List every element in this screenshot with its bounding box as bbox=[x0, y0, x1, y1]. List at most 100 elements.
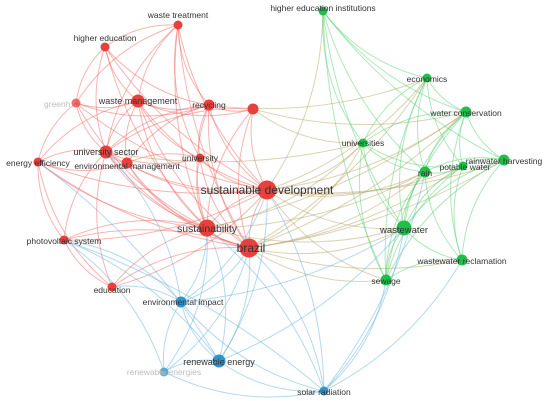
node-environmental-impact[interactable] bbox=[175, 296, 187, 308]
link-rainwater_harvesting-wastewater bbox=[403, 159, 505, 229]
link-energy_efficiency-photovoltaic_system bbox=[37, 161, 65, 241]
link-potable_water-wastewater_reclamation bbox=[453, 165, 464, 261]
node-recycling[interactable] bbox=[203, 99, 215, 111]
node-photovoltaic-system[interactable] bbox=[59, 235, 69, 245]
node-greenhouse[interactable] bbox=[71, 98, 81, 108]
node-potable-water[interactable] bbox=[458, 161, 468, 171]
label-wastewater-reclamation: wastewater reclamation bbox=[416, 256, 507, 266]
node-wastewater-reclamation[interactable] bbox=[456, 254, 468, 266]
node-sustainable-development[interactable] bbox=[257, 180, 277, 200]
node-university[interactable] bbox=[195, 153, 205, 163]
label-renewable-energies: renewable energies bbox=[127, 367, 201, 377]
link-sustainable_development-rain bbox=[266, 171, 426, 197]
link-potable_water-wastewater bbox=[403, 165, 464, 229]
label-wastewater: wastewater bbox=[379, 225, 428, 236]
link-water_conservation-universities bbox=[362, 111, 467, 144]
label-water-conservation: water conservation bbox=[429, 108, 502, 118]
link-university_sector-universities bbox=[105, 142, 364, 163]
node-waste-treatment[interactable] bbox=[173, 20, 183, 30]
link-higher_education-greenhouse bbox=[75, 46, 106, 104]
link-water_conservation-rainwater_harvesting bbox=[465, 111, 505, 161]
link-waste_treatment-higher_education bbox=[104, 24, 179, 48]
link-solar_radiation-sewage bbox=[323, 279, 387, 392]
label-waste-management: waste management bbox=[98, 96, 178, 106]
node-solar-radiation[interactable] bbox=[319, 386, 329, 396]
node-environmental-management[interactable] bbox=[121, 157, 133, 169]
node-brazil[interactable] bbox=[239, 238, 259, 258]
link-recycling-environmental_management bbox=[126, 104, 210, 164]
link-energy_efficiency-education bbox=[37, 161, 113, 288]
link-sustainable_development-potable_water bbox=[266, 165, 464, 195]
node-sustainability[interactable] bbox=[198, 219, 216, 237]
link-layer bbox=[37, 10, 505, 398]
node-rainwater-harvesting[interactable] bbox=[498, 154, 510, 166]
node-renewable-energy[interactable] bbox=[212, 354, 226, 368]
link-renewable_energies-brazil bbox=[163, 247, 250, 373]
node-red-hub[interactable] bbox=[247, 103, 259, 115]
link-water_conservation-sewage bbox=[385, 111, 467, 281]
link-energy_efficiency-brazil bbox=[37, 161, 250, 249]
link-renewable_energy-sustainable_development bbox=[218, 189, 268, 362]
link-economics-universities bbox=[362, 77, 428, 144]
link-rain-wastewater_reclamation bbox=[424, 171, 463, 261]
link-university-environmental_management bbox=[126, 153, 201, 164]
link-sustainability-education bbox=[111, 227, 208, 288]
link-red_hub-sustainability bbox=[206, 108, 254, 229]
link-higher_education_institutions-universities bbox=[322, 10, 364, 144]
link-brazil-sewage bbox=[248, 247, 387, 282]
link-brazil-education bbox=[111, 246, 250, 288]
node-sewage[interactable] bbox=[380, 274, 392, 286]
node-education[interactable] bbox=[107, 282, 117, 292]
link-university_sector-sustainability bbox=[105, 151, 208, 229]
link-environmental_impact-renewable_energies bbox=[162, 301, 182, 373]
node-water-conservation[interactable] bbox=[460, 106, 472, 118]
link-waste_treatment-brazil bbox=[177, 24, 250, 249]
link-solar_radiation-rain bbox=[323, 171, 426, 392]
link-solar_radiation-sustainability bbox=[206, 227, 325, 392]
label-sustainable-development: sustainable development bbox=[201, 183, 334, 197]
link-red_hub-university_sector bbox=[105, 108, 254, 153]
link-sustainability-photovoltaic_system bbox=[63, 219, 208, 241]
link-greenhouse-sustainability bbox=[75, 102, 208, 229]
link-environmental_management-sustainable_development bbox=[126, 162, 268, 194]
label-higher-education: higher education bbox=[74, 33, 137, 43]
label-sustainability: sustainability bbox=[177, 223, 238, 235]
label-rain: rain bbox=[418, 168, 432, 178]
node-energy-efficiency[interactable] bbox=[33, 157, 43, 167]
label-recycling: recycling bbox=[192, 100, 226, 110]
link-waste_treatment-sustainability bbox=[174, 24, 208, 229]
node-economics[interactable] bbox=[422, 73, 432, 83]
link-higher_education-sustainability bbox=[104, 46, 208, 229]
link-solar_radiation-brazil bbox=[248, 247, 325, 392]
link-brazil-photovoltaic_system bbox=[63, 229, 250, 249]
link-recycling-economics bbox=[208, 77, 428, 110]
link-economics-rain bbox=[417, 77, 428, 173]
link-brazil-rainwater_harvesting bbox=[248, 159, 505, 249]
link-sustainable_development-higher_education_institutions bbox=[266, 10, 324, 191]
link-red_hub-water_conservation bbox=[252, 108, 467, 126]
node-higher-education[interactable] bbox=[100, 42, 110, 52]
link-rainwater_harvesting-sewage bbox=[385, 159, 505, 281]
link-waste_treatment-sustainable_development bbox=[177, 24, 268, 191]
link-universities-rain bbox=[362, 142, 426, 173]
node-waste-management[interactable] bbox=[131, 94, 145, 108]
link-sustainable_development-wastewater bbox=[266, 189, 405, 230]
link-education-sustainable_development bbox=[111, 189, 268, 288]
link-higher_education_institutions-rainwater_harvesting bbox=[322, 10, 505, 161]
link-brazil-wastewater bbox=[248, 227, 405, 255]
link-university-brazil bbox=[199, 157, 250, 249]
label-environmental-management: environmental management bbox=[74, 161, 180, 171]
node-wastewater[interactable] bbox=[396, 220, 412, 236]
node-universities[interactable] bbox=[358, 138, 368, 148]
node-renewable-energies[interactable] bbox=[159, 367, 169, 377]
node-rain[interactable] bbox=[419, 166, 431, 178]
node-higher-education-institutions[interactable] bbox=[318, 6, 328, 16]
node-university-sector[interactable] bbox=[99, 145, 113, 159]
link-environmental_impact-university_sector bbox=[105, 151, 182, 303]
link-higher_education-waste_management bbox=[104, 46, 139, 102]
link-waste_management-university bbox=[137, 100, 201, 159]
link-higher_education_institutions-rain bbox=[322, 10, 426, 173]
link-solar_radiation-wastewater_reclamation bbox=[323, 259, 463, 392]
